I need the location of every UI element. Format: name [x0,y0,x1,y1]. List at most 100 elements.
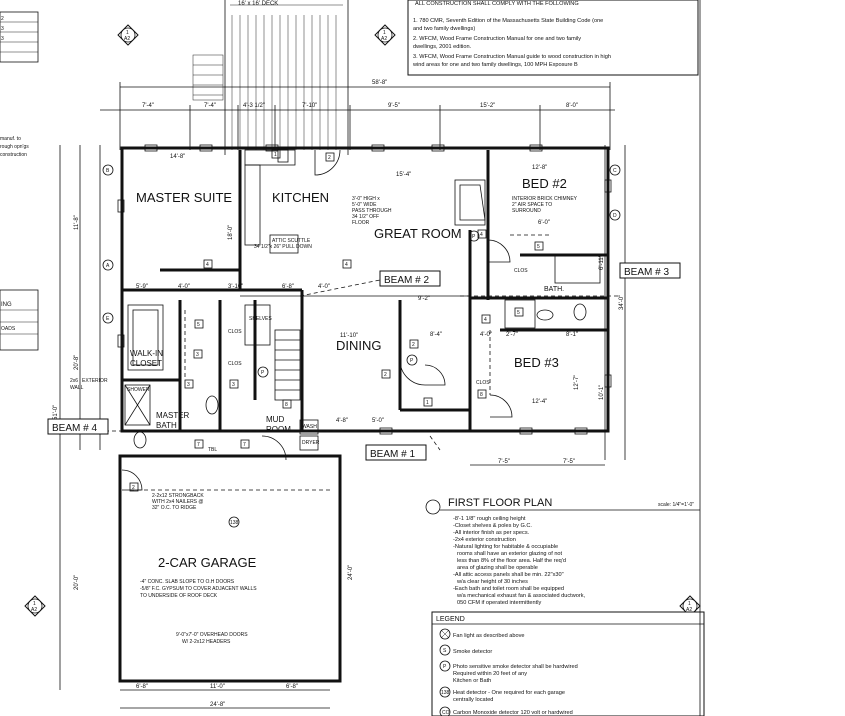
note-clos: CLOS [228,329,242,335]
deck-label: 16' x 16' DECK [238,1,278,7]
dim-misc: 4'-0" [178,284,190,290]
legend-photo: Kitchen or Bath [453,678,491,684]
room-master-bath: BATH [156,421,177,430]
fp-note: -All interior finish as per specs. [453,530,530,536]
note-line: 1. 780 CMR, Seventh Edition of the Massa… [413,18,603,24]
tag: 7 [243,442,246,448]
grid-label: B [106,168,110,174]
legend: LEGEND Fan light as described above S Sm… [431,611,705,716]
tag: 4 [206,262,209,268]
tag: 8 [285,402,288,408]
tag: 2 [328,155,331,161]
note-attic: ATTIC SCUTTLE [272,238,311,244]
heat-detector-icon: 138 [230,520,239,526]
smoke-detector-icon: P [261,370,265,376]
dim-misc: 6'-0" [538,220,550,226]
beams: BEAM # 1 BEAM # 2 BEAM # 3 BEAM # 4 [47,262,681,461]
wash-label: WASH [302,424,317,430]
section-marker: 1 A2 [374,24,396,46]
dim-bed2-width: 12'-8" [532,165,547,171]
fp-note: -Natural lighting for habitable & occupi… [453,544,558,550]
section-num: 1 [33,601,36,607]
left-fragments: 2 3 3 manuf. to rough opn'gs constructio… [0,11,39,351]
tag: 3 [187,382,190,388]
room-closet: CLOSET [130,359,162,368]
dim-overall-top: 58'-8" [372,80,387,86]
note-ext-wall: 2x6 [70,378,78,384]
room-bed2: BED #2 [522,176,567,191]
tag: 2 [132,485,135,491]
dim-bottom: 11'-0" [210,684,225,690]
section-num: 1 [688,601,691,607]
tag: 2 [384,372,387,378]
table-cell: 3 [1,36,4,42]
note-garage: -4" CONC. SLAB SLOPE TO O.H DOORS [140,579,235,585]
dim-top: 4'-3 1/2" [243,103,265,109]
beam-3-tag: BEAM # 3 [619,262,681,279]
room-master-suite: MASTER SUITE [136,190,232,205]
dim-misc: 9'-2" [418,296,430,302]
dim-misc: 5'-9" [136,284,148,290]
smoke-detector-icon: P [472,234,476,240]
note-line: dwellings, 2001 edition. [413,44,472,50]
smoke-detector-icon: P [410,358,414,364]
fp-note: w/a clear height of 30 inches [456,579,528,585]
dim-bottom: 6'-8" [286,684,298,690]
fp-note: -Closet shelves & poles by G.C. [453,523,532,529]
note-overhead: 9'-0"x7'-0" OVERHEAD DOORS [176,632,248,638]
note-strongback: WITH 2x4 NAILERS @ [152,499,203,505]
fp-note: -2x4 exterior construction [453,537,516,543]
table-header: ING [1,302,12,308]
room-mud: MUD [266,415,284,424]
left-note: construction [0,152,27,158]
dim-misc: 8'-1" [566,332,578,338]
construction-notes-box: ALL CONSTRUCTION SHALL COMPLY WITH THE F… [407,0,699,76]
tag: 1 [426,400,429,406]
fp-note: area of glazing shall be operable [457,565,538,571]
dim-garage-left: 20'-0" [74,575,80,590]
dim-top: 8'-0" [566,103,578,109]
note-attic: 34 1/2"x 26" PULL DOWN [254,244,312,250]
note-line: wind areas for one and two family dwelli… [412,62,578,68]
beam-4-tag: BEAM # 4 [47,418,109,435]
legend-heat: Heat detector - One required for each ga… [453,690,565,696]
room-dining: DINING [336,338,382,353]
note-line: 3. WFCM, Wood Frame Construction Manual … [413,54,611,60]
legend-title: LEGEND [436,616,465,623]
dim-left-seg1: 11'-8" [74,215,80,230]
room-walk-in: WALK-IN [130,349,163,358]
deck: 16' x 16' DECK [192,0,349,155]
tag: 1 [274,152,277,158]
left-note: manuf. to [0,136,21,142]
tag: 4 [484,317,487,323]
note-overhead: W/ 2-2x12 HEADERS [182,639,231,645]
note-pass-through: FLOOR [352,220,370,226]
note-ext-wall: WALL [70,385,84,391]
legend-co: Carbon Monoxide detector 120 volt or har… [453,710,573,716]
fp-note: rooms shall have an exterior glazing of … [457,551,563,557]
tag: 2 [412,342,415,348]
dryer-label: DRYER [302,440,320,446]
dimension-lines: 58'-8" 7'-4" 7'-4" 4'-3 1/2" 7'-10" 9'-5… [53,80,626,709]
note-clos: CLOS [514,268,528,274]
room-bed3: BED #3 [514,355,559,370]
section-sheet: A2 [381,36,387,42]
note-shelves: SHELVES [249,316,272,322]
floor-plan-notes: FIRST FLOOR PLAN scale: 1/4"=1'-0" -8'-1… [425,497,700,606]
interior-dims: 14'-8" 15'-4" 12'-8" 11'-10" 12'-4" 12'-… [136,154,580,424]
legend-heat: centrally located [453,697,493,703]
legend-smoke: Smoke detector [453,649,492,655]
note-pass-through: 3'-0" HIGH x [352,196,380,202]
note-strongback: 2-2x12 STRONGBACK [152,493,204,499]
tag: 7 [197,442,200,448]
tag: 5 [537,244,540,250]
detector-tags: 4 4 4 4 5 5 5 2 2 2 2 3 3 3 7 7 8 8 1 1 … [129,149,544,528]
note-chimney: 2" AIR SPACE TO [512,202,552,208]
grid-label: C [613,168,617,174]
note-line: and two family dwellings) [413,26,475,32]
legend-symbol: 138 [441,690,450,696]
dim-misc: 3'-10" [228,284,243,290]
dim-right-total: 34'-0" [619,295,625,310]
tag: 3 [196,352,199,358]
